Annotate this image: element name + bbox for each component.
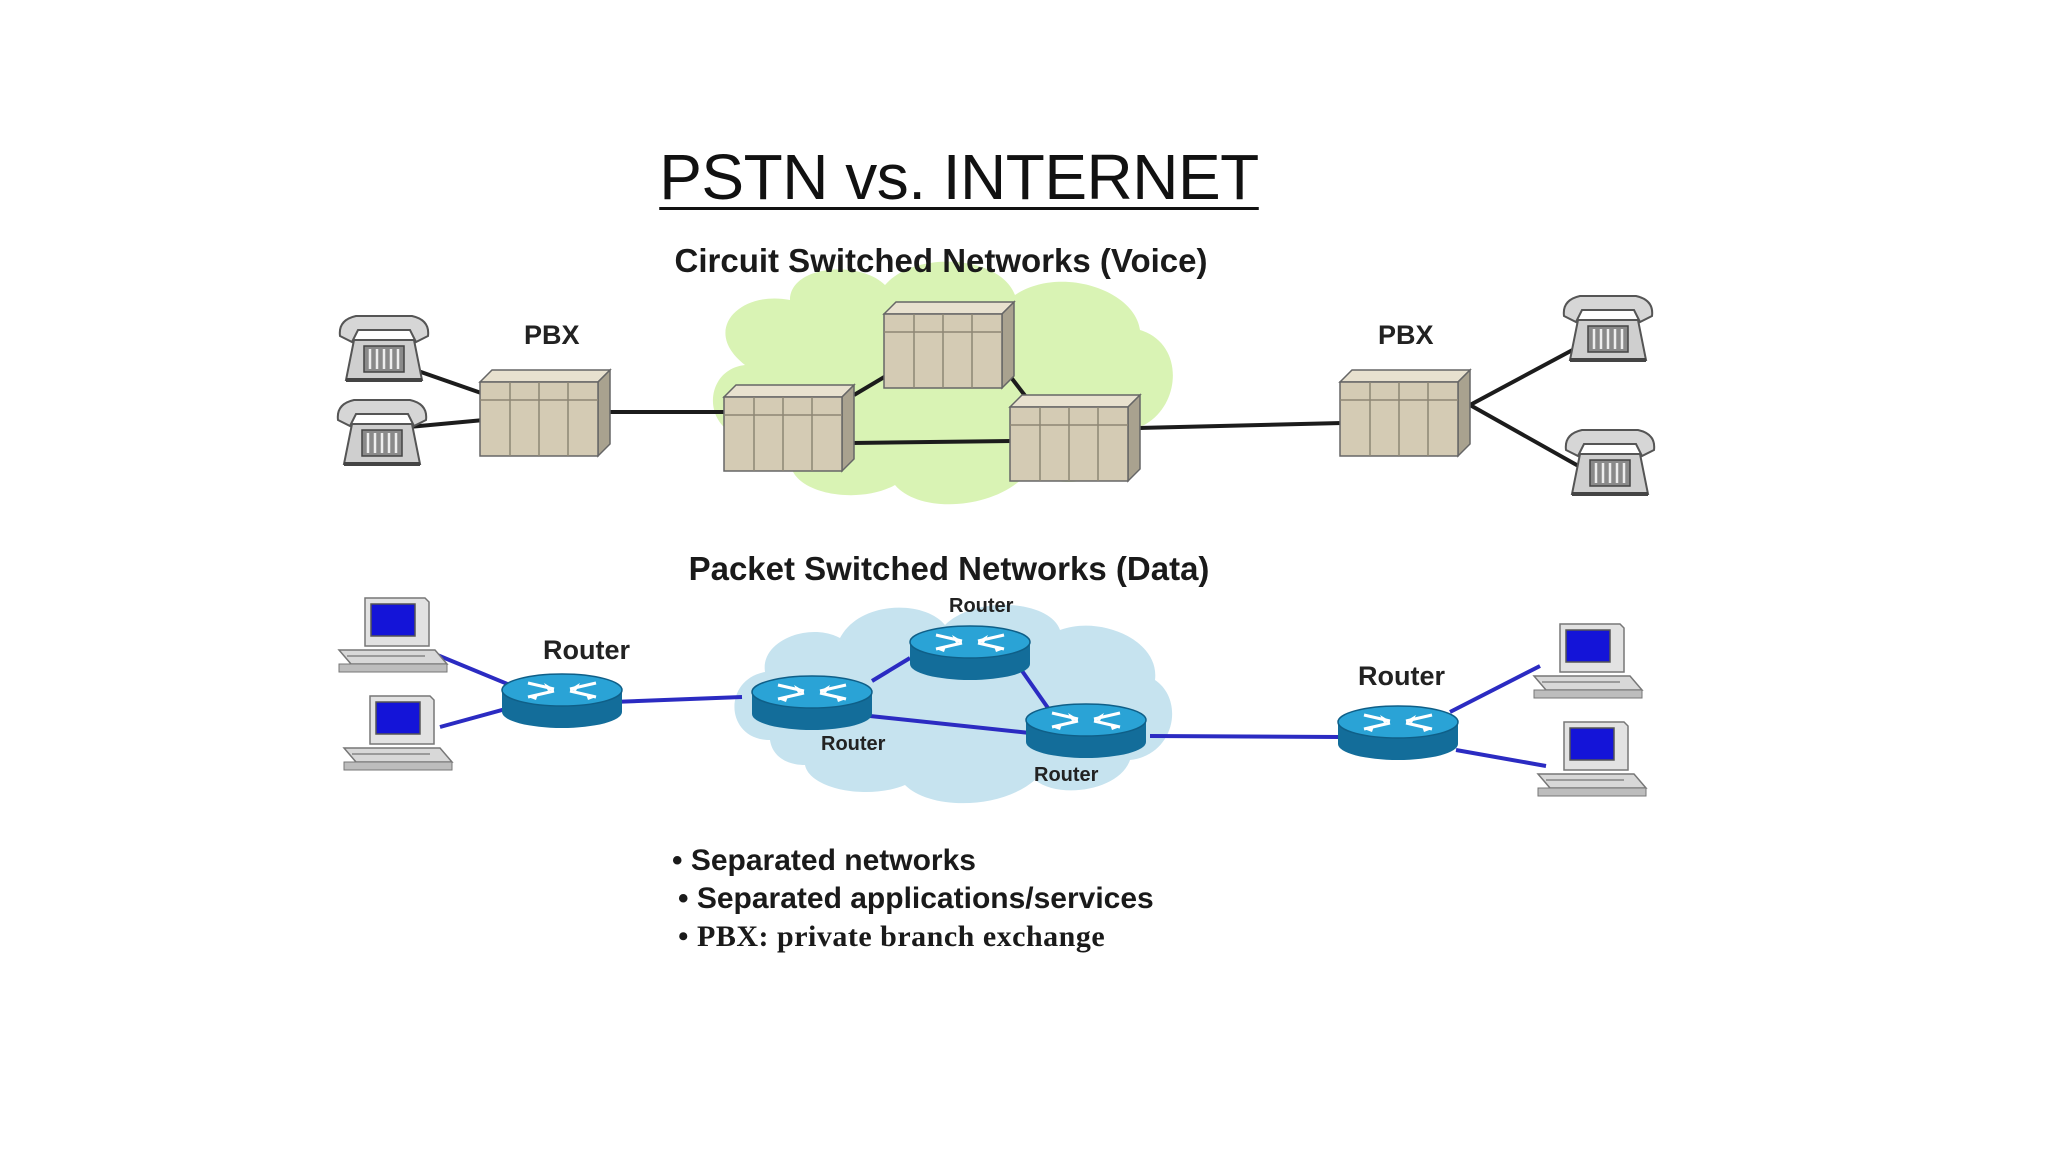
telephone-icon [1563,428,1657,496]
notes-list: Separated networks Separated application… [672,842,1154,956]
page-title: PSTN vs. INTERNET [659,141,1259,213]
circuit-section-heading: Circuit Switched Networks (Voice) [674,242,1208,279]
pbx-label: PBX [1378,320,1434,350]
computer-icon [1533,623,1643,699]
router-icon [1024,702,1148,760]
packet-section-heading: Packet Switched Networks (Data) [688,550,1210,587]
voice-links [397,344,1583,470]
router-label: Router [821,733,886,755]
computer-icon [1537,721,1647,797]
router-label: Router [949,595,1014,617]
list-item: Separated networks [672,842,1154,880]
list-item: PBX: private branch exchange [672,918,1154,956]
pbx-switch-icon [479,369,611,457]
pbx-switch-icon [1339,369,1471,457]
router-icon [500,672,624,730]
computer-icon [338,597,448,673]
pbx-label: PBX [524,320,580,350]
router-label: Router [1034,764,1099,786]
router-label: Router [1358,661,1445,691]
list-item: Separated applications/services [672,880,1154,918]
central-office-switch-icon [1009,394,1141,482]
central-office-switch-icon [883,301,1015,389]
telephone-icon [337,314,431,382]
telephone-icon [335,398,429,466]
router-icon [750,674,874,732]
router-icon [1336,704,1460,762]
central-office-switch-icon [723,384,855,472]
computer-icon [343,695,453,771]
router-icon [908,624,1032,682]
telephone-icon [1561,294,1655,362]
router-label: Router [543,635,630,665]
